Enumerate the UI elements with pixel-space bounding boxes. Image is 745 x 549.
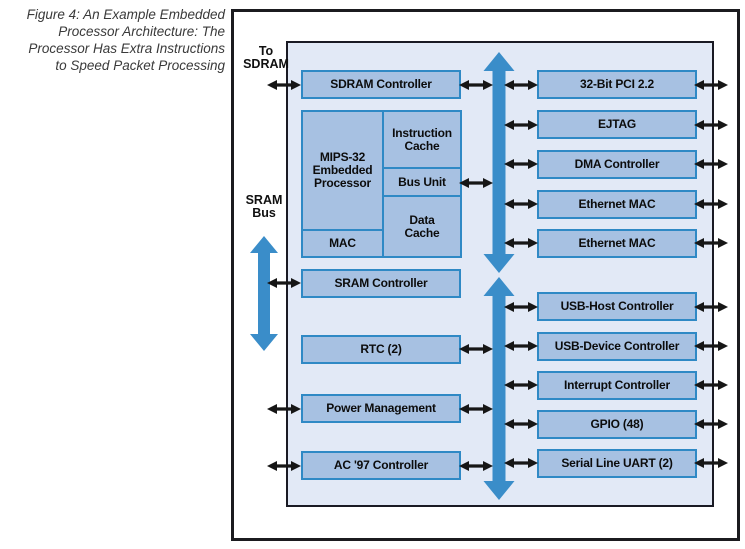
to-sdram-label: To SDRAM xyxy=(243,44,289,71)
mips-mac-unit: MAC xyxy=(303,229,382,256)
block-sdram-controller: SDRAM Controller xyxy=(301,70,461,99)
mips-core-label: MIPS-32 Embedded Processor xyxy=(312,150,373,190)
block-ac97-controller: AC '97 Controller xyxy=(301,451,461,480)
sram-bus-label: SRAM Bus xyxy=(245,193,283,220)
block-serial-uart: Serial Line UART (2) xyxy=(537,449,697,478)
block-usb-device-controller: USB-Device Controller xyxy=(537,332,697,361)
block-sram-controller: SRAM Controller xyxy=(301,269,461,298)
mips-data-cache: Data Cache xyxy=(404,212,440,240)
block-dma-controller: DMA Controller xyxy=(537,150,697,179)
block-ethernet-mac-1: Ethernet MAC xyxy=(537,190,697,219)
block-pci: 32-Bit PCI 2.2 xyxy=(537,70,697,99)
block-usb-host-controller: USB-Host Controller xyxy=(537,292,697,321)
mips-instruction-cache: Instruction Cache xyxy=(384,112,460,169)
figure-caption: Figure 4: An Example Embedded Processor … xyxy=(26,7,225,73)
block-mips-processor: MIPS-32 Embedded Processor MAC Instructi… xyxy=(301,110,462,258)
mips-core-column: MIPS-32 Embedded Processor MAC xyxy=(303,112,384,256)
mips-cache-column: Instruction Cache Bus Unit Data Cache xyxy=(384,112,460,256)
mips-bus-unit: Bus Unit xyxy=(384,169,460,197)
block-interrupt-controller: Interrupt Controller xyxy=(537,371,697,400)
block-ethernet-mac-2: Ethernet MAC xyxy=(537,229,697,258)
block-ejtag: EJTAG xyxy=(537,110,697,139)
block-rtc: RTC (2) xyxy=(301,335,461,364)
block-power-management: Power Management xyxy=(301,394,461,423)
block-gpio: GPIO (48) xyxy=(537,410,697,439)
